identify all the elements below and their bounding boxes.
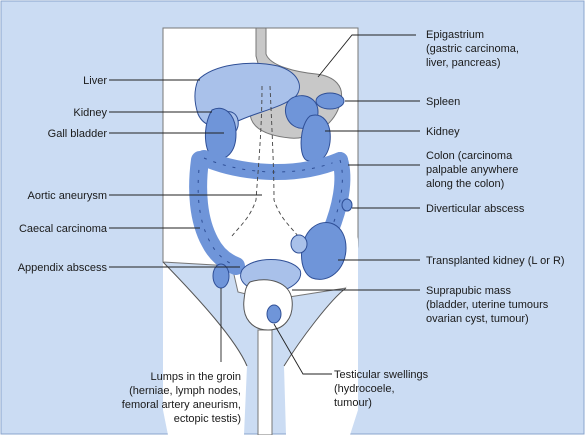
label-appendix-abscess: Appendix abscess xyxy=(18,262,108,274)
label-groin-1: Lumps in the groin xyxy=(151,371,242,383)
spleen-organ xyxy=(315,92,345,110)
pelvic-structure xyxy=(290,234,308,254)
label-kidney-left: Kidney xyxy=(73,107,107,119)
label-liver: Liver xyxy=(83,75,107,87)
label-testicular-3: tumour) xyxy=(334,397,372,409)
label-colon-2: palpable anywhere xyxy=(426,164,518,176)
aorta-outline-right xyxy=(269,85,299,237)
kidney-left-organ xyxy=(205,107,237,160)
label-aortic-aneurysm: Aortic aneurysm xyxy=(28,190,107,202)
label-groin-4: ectopic testis) xyxy=(174,413,241,425)
label-groin-3: femoral artery aneurism, xyxy=(122,399,241,411)
label-diverticular-abscess: Diverticular abscess xyxy=(426,203,525,215)
label-spleen: Spleen xyxy=(426,96,460,108)
label-suprapubic-2: (bladder, uterine tumours xyxy=(426,299,549,311)
label-testicular-1: Testicular swellings xyxy=(334,369,429,381)
label-suprapubic-1: Suprapubic mass xyxy=(426,285,511,297)
diverticular-abscess-mass xyxy=(341,198,353,212)
label-epigastrium-1: Epigastrium xyxy=(426,29,484,41)
label-transplanted-kidney: Transplanted kidney (L or R) xyxy=(426,255,565,267)
label-colon-3: along the colon) xyxy=(426,178,504,190)
label-gall-bladder: Gall bladder xyxy=(48,128,108,140)
label-kidney-right: Kidney xyxy=(426,126,460,138)
kidney-right-organ xyxy=(300,114,331,163)
label-groin-2: (herniae, lymph nodes, xyxy=(129,385,241,397)
label-epigastrium-3: liver, pancreas) xyxy=(426,57,501,69)
label-suprapubic-3: ovarian cyst, tumour) xyxy=(426,313,529,325)
label-colon-1: Colon (carcinoma xyxy=(426,150,513,162)
testicle-swelling xyxy=(266,304,282,324)
leader-lines xyxy=(109,34,420,375)
label-testicular-2: (hydrocoele, xyxy=(334,383,395,395)
label-caecal-carcinoma: Caecal carcinoma xyxy=(19,223,108,235)
label-epigastrium-2: (gastric carcinoma, xyxy=(426,43,519,55)
aorta-outline xyxy=(231,85,263,237)
scrotum xyxy=(243,279,293,331)
groin-lump xyxy=(212,263,230,289)
